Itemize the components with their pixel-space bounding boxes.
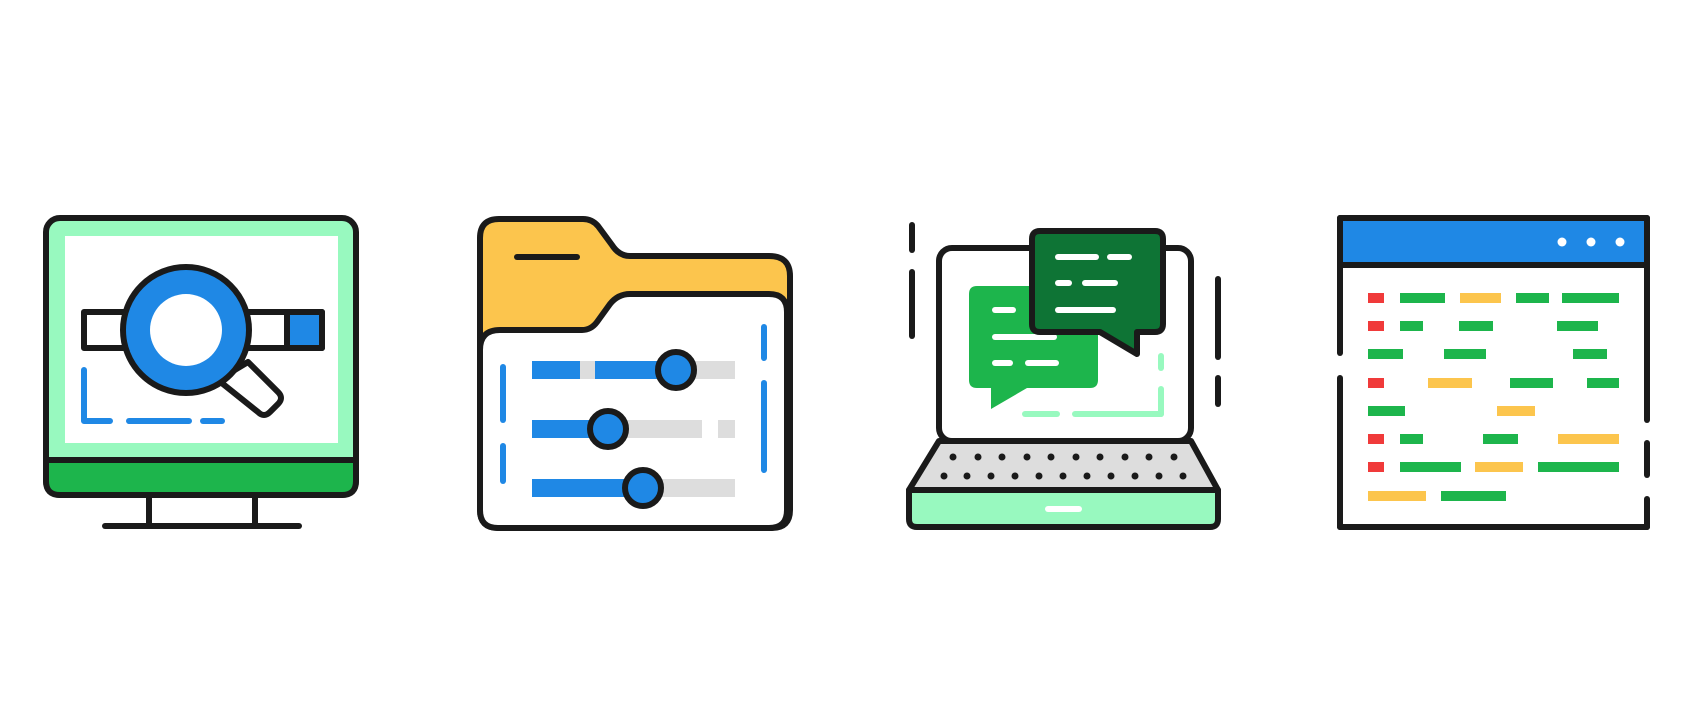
keyboard-keys xyxy=(940,453,1187,480)
laptop-chat-icon xyxy=(906,222,1221,530)
folder-sliders-icon xyxy=(477,216,793,531)
slider-2 xyxy=(532,408,735,450)
chat-bubble-front xyxy=(1029,228,1166,357)
slider-1 xyxy=(532,349,735,391)
monitor-bezel xyxy=(43,457,359,498)
slider-3 xyxy=(532,467,735,509)
search-button-block xyxy=(284,309,325,351)
browser-code-icon xyxy=(1337,215,1650,530)
slider-2-knob xyxy=(587,408,629,450)
slider-1-knob xyxy=(655,349,697,391)
window-dot-icon xyxy=(1615,237,1625,247)
code-lines xyxy=(1368,293,1619,501)
window-dot-icon xyxy=(1557,237,1567,247)
monitor-search-icon xyxy=(43,215,359,529)
laptop-keyboard xyxy=(906,438,1221,493)
folder-front xyxy=(477,291,790,531)
window-dot-icon xyxy=(1586,237,1596,247)
slider-3-knob xyxy=(622,467,664,509)
browser-header xyxy=(1337,215,1650,268)
